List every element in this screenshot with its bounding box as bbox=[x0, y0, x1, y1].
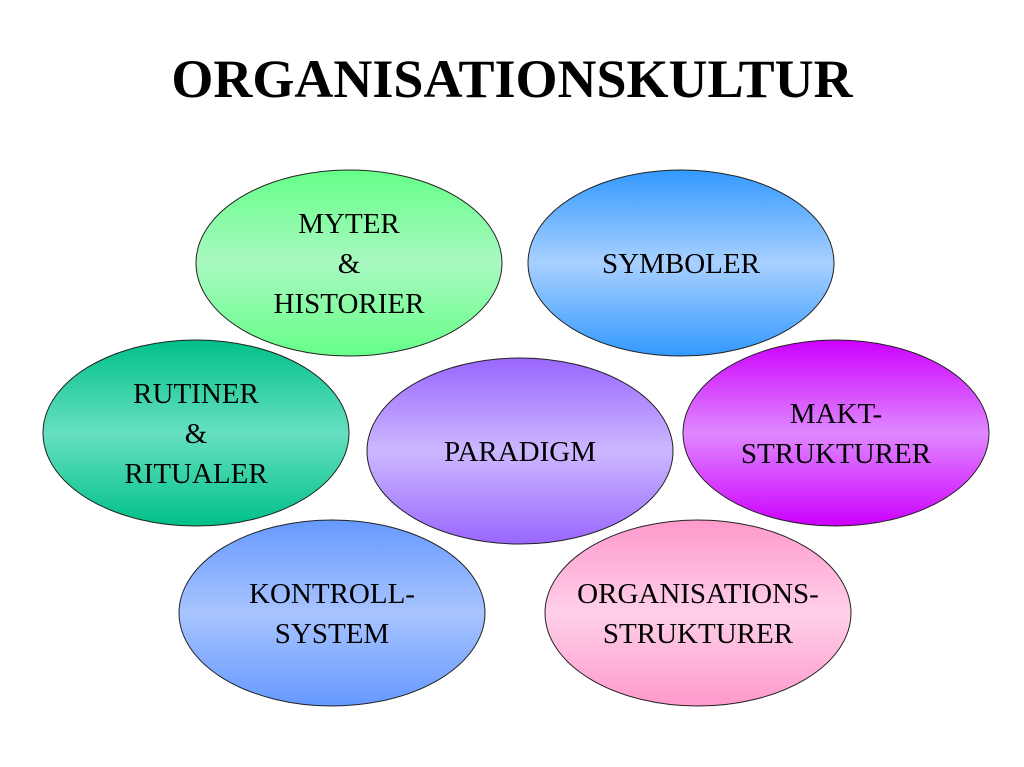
node-label: & bbox=[185, 418, 208, 450]
node-kontroll: KONTROLL- SYSTEM bbox=[178, 519, 486, 707]
node-myter: MYTER & HISTORIER bbox=[195, 169, 503, 357]
ellipse-paradigm bbox=[366, 357, 674, 545]
ellipse-kontroll bbox=[178, 519, 486, 707]
ellipse-organisation bbox=[544, 519, 852, 707]
node-makt: MAKT- STRUKTURER bbox=[682, 339, 990, 527]
node-label: SYMBOLER bbox=[602, 248, 761, 280]
node-label: HISTORIER bbox=[274, 288, 426, 320]
node-label: STRUKTURER bbox=[603, 618, 794, 650]
node-label: ORGANISATIONS- bbox=[577, 578, 819, 610]
node-label: KONTROLL- bbox=[249, 578, 415, 610]
slide-title: ORGANISATIONSKULTUR bbox=[171, 49, 853, 109]
node-rutiner: RUTINER & RITUALER bbox=[42, 339, 350, 527]
node-symboler: SYMBOLER bbox=[527, 169, 835, 357]
node-label: SYSTEM bbox=[275, 618, 389, 650]
ellipse-symboler bbox=[527, 169, 835, 357]
ellipse-rutiner bbox=[42, 339, 350, 527]
node-label: PARADIGM bbox=[444, 436, 596, 468]
node-label: & bbox=[338, 248, 361, 280]
node-paradigm: PARADIGM bbox=[366, 357, 674, 545]
node-organisation: ORGANISATIONS- STRUKTURER bbox=[544, 519, 852, 707]
node-label: MYTER bbox=[298, 208, 400, 240]
ellipse-myter bbox=[195, 169, 503, 357]
node-label: RUTINER bbox=[133, 378, 259, 410]
ellipse-makt bbox=[682, 339, 990, 527]
node-label: RITUALER bbox=[124, 458, 268, 490]
node-label: STRUKTURER bbox=[741, 438, 932, 470]
node-label: MAKT- bbox=[790, 398, 882, 430]
